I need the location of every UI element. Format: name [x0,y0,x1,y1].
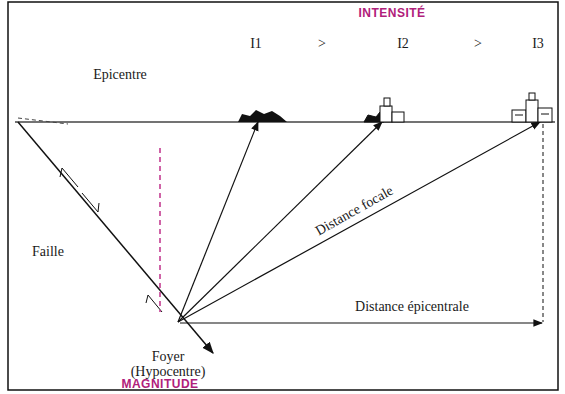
fault-scarp [18,118,68,124]
seismic-ray [178,122,382,322]
slip-arrow [60,168,78,187]
epicentral-distance-arrow [180,322,542,323]
comparison-sign: > [474,36,482,51]
heading-intensity: INTENSITÉ [358,7,425,20]
damaged-building [364,98,404,122]
epicentre-label: Epicentre [93,67,147,82]
seismic-ray [178,122,540,322]
focal-distance-label: Distance focale [312,183,395,239]
comparison-sign: > [318,36,326,51]
frame [8,2,558,390]
intact-building [512,93,552,122]
rubble-building [238,110,287,122]
heading-magnitude: MAGNITUDE [121,378,198,391]
seismic-ray [178,122,258,322]
epicentral-distance-label: Distance épicentrale [355,299,469,314]
epicentre-vertical [159,148,161,312]
slip-arrow [82,193,99,212]
projection-line [543,124,544,322]
intensity-label: I1 [250,36,262,51]
intensity-label: I2 [397,36,409,51]
focus-label: Foyer (Hypocentre) [123,349,213,380]
fault-label: Faille [32,244,64,259]
intensity-label: I3 [532,36,544,51]
